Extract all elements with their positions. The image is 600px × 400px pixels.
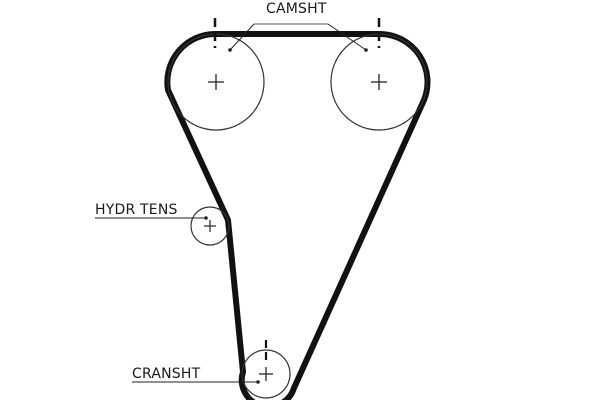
camshaft-callout: CAMSHT — [228, 1, 368, 52]
camshaft-leader-right — [327, 23, 367, 51]
camshaft-pulley-right — [330, 18, 428, 131]
crankshaft-callout: CRANSHT — [132, 366, 260, 384]
camshaft-label: CAMSHT — [266, 1, 327, 17]
camshaft-pulley-left — [167, 18, 265, 131]
hydraulic-tensioner-pulley — [190, 206, 230, 246]
crankshaft-label: CRANSHT — [132, 366, 201, 382]
hydraulic-tensioner-label: HYDR TENS — [95, 202, 178, 218]
camshaft-leader-left — [229, 23, 255, 51]
hydraulic-tensioner-callout: HYDR TENS — [95, 202, 208, 220]
crankshaft-pulley — [241, 340, 291, 399]
